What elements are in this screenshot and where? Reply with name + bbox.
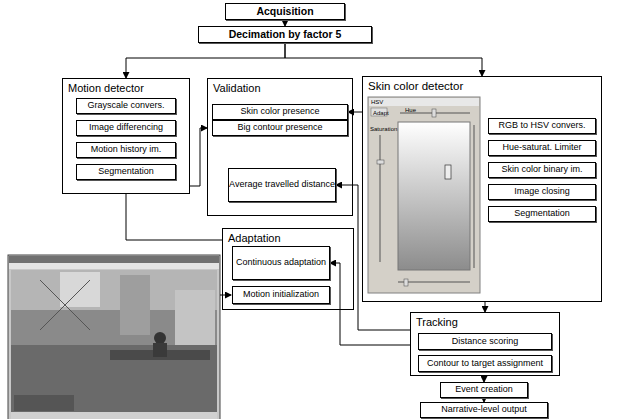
- group-heading: Validation: [213, 82, 261, 94]
- process-box: Decimation by factor 5: [198, 26, 372, 43]
- box-label: Decimation by factor 5: [229, 29, 342, 41]
- module-group: ValidationSkin color presenceBig contour…: [207, 78, 353, 216]
- group-heading: Skin color detector: [368, 80, 463, 93]
- box-label: RGB to HSV convers.: [498, 121, 585, 131]
- process-box: Big contour presence: [212, 120, 348, 136]
- box-label: Narrative-level output: [441, 405, 527, 415]
- module-group: TrackingDistance scoringContour to targe…: [410, 312, 560, 376]
- process-box: Average travelled distance: [228, 168, 336, 202]
- box-label: Image closing: [514, 187, 570, 197]
- process-box: Skin color presence: [212, 104, 348, 120]
- box-label: Big contour presence: [237, 123, 322, 133]
- box-label: Acquisition: [256, 6, 313, 18]
- process-box: Grayscale convers.: [76, 98, 176, 114]
- module-group: AdaptationContinuous adaptationMotion in…: [222, 228, 354, 310]
- process-box: Contour to target assignment: [418, 355, 552, 372]
- process-box: Hue-saturat. Limiter: [488, 140, 596, 156]
- dialog-label: HSV: [371, 99, 383, 105]
- module-group: Skin color detectorRGB to HSV convers. Hu…: [362, 76, 602, 302]
- box-label: Distance scoring: [452, 337, 519, 347]
- camera-screenshot: [8, 255, 220, 419]
- group-heading: Tracking: [416, 316, 458, 328]
- box-label: Motion initialization: [243, 290, 319, 300]
- connector: [126, 43, 285, 78]
- box-label: Hue-saturat. Limiter: [502, 143, 581, 153]
- box-label: Contour to target assignment: [427, 359, 543, 369]
- process-box: Narrative-level output: [420, 402, 548, 418]
- group-heading: Motion detector: [68, 82, 144, 94]
- process-box: Image closing: [488, 184, 596, 200]
- process-box: Motion history im.: [76, 142, 176, 158]
- box-label: Motion history im.: [91, 145, 162, 155]
- connector: [485, 302, 486, 312]
- process-box: Segmentation: [488, 206, 596, 222]
- connector: [330, 263, 410, 345]
- dialog-label: Saturation: [370, 126, 397, 132]
- box-label: Skin color binary im.: [501, 165, 582, 175]
- box-label: Event creation: [455, 385, 513, 395]
- process-box: Motion initialization: [232, 286, 330, 304]
- box-label: Continuous adaptation: [236, 258, 326, 268]
- box-label: Skin color presence: [240, 107, 319, 117]
- module-group: Motion detectorGrayscale convers. Image d…: [62, 78, 190, 194]
- process-box: Segmentation: [76, 164, 176, 180]
- process-box: RGB to HSV convers.: [488, 118, 596, 134]
- process-box: Distance scoring: [418, 333, 552, 350]
- box-label: Image differencing: [89, 123, 163, 133]
- group-heading: Adaptation: [228, 232, 281, 244]
- connector: [190, 128, 207, 186]
- process-box: Continuous adaptation: [232, 246, 330, 280]
- hsv-dialog: [368, 97, 480, 293]
- connector: [348, 112, 362, 113]
- process-box: Skin color binary im.: [488, 162, 596, 178]
- process-box: Event creation: [440, 382, 528, 398]
- dialog-label: Hue: [405, 107, 416, 113]
- box-label: Segmentation: [514, 209, 570, 219]
- dialog-label: Adapt: [373, 110, 389, 116]
- box-label: Grayscale convers.: [87, 101, 164, 111]
- connector: [285, 43, 482, 76]
- process-box: Image differencing: [76, 120, 176, 136]
- box-label: Average travelled distance: [229, 180, 335, 190]
- connector: [336, 185, 410, 330]
- box-label: Segmentation: [98, 167, 154, 177]
- process-box: Acquisition: [225, 3, 345, 20]
